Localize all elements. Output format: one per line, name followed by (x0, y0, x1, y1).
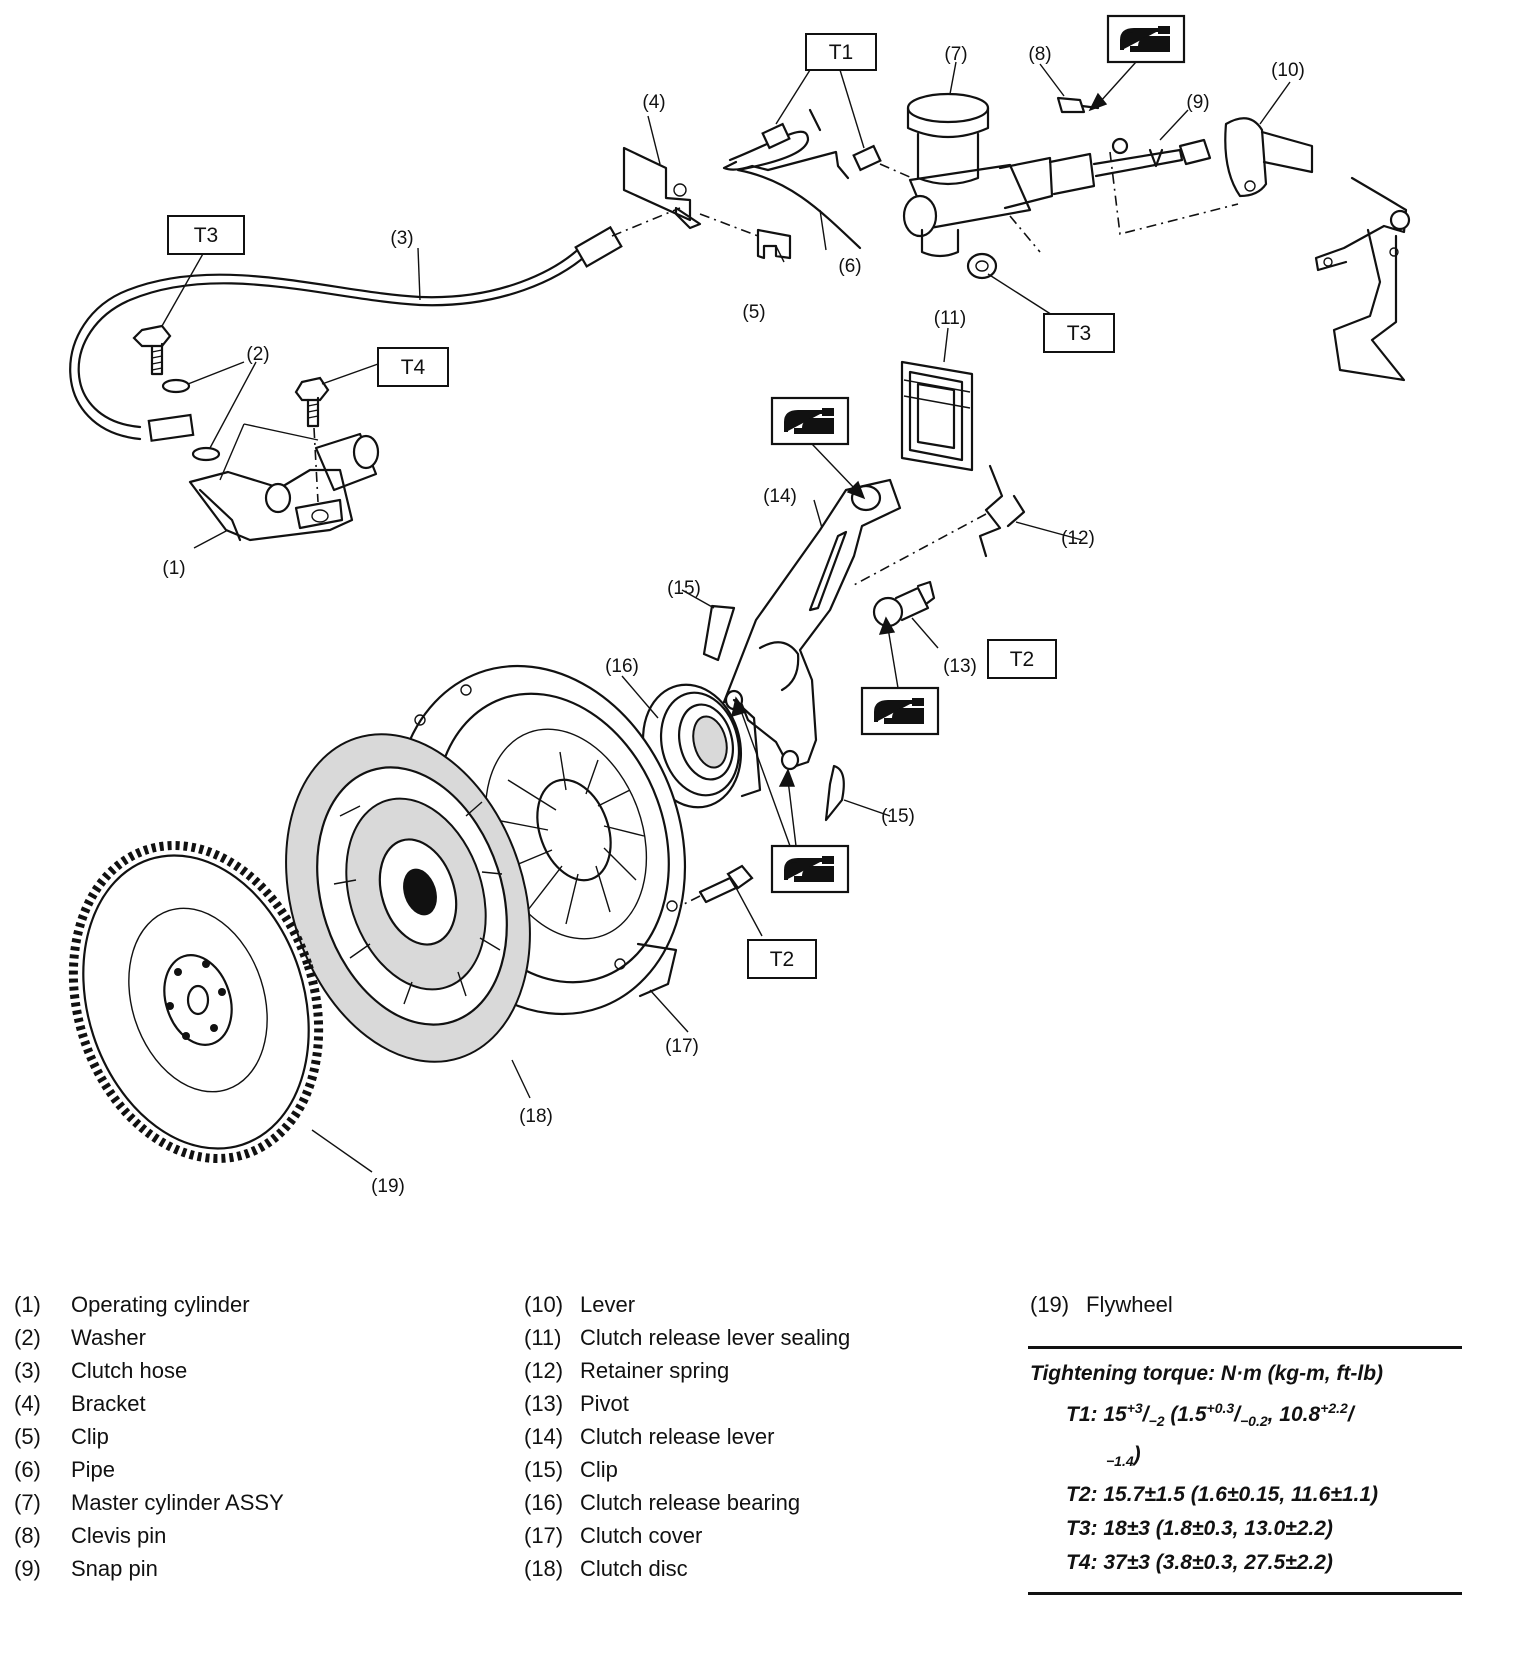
svg-text:(9): (9) (1186, 92, 1209, 113)
legend-item: (8)Clevis pin (14, 1523, 167, 1548)
svg-text:(14): (14) (763, 486, 797, 507)
torque-box-t3-hose: T3 (167, 215, 245, 255)
svg-text:(4): (4) (642, 92, 665, 113)
svg-text:(15): (15) (667, 578, 701, 599)
clutch-disc (285, 733, 531, 1063)
bolt-t2 (679, 864, 754, 907)
svg-text:(6): (6) (838, 256, 861, 277)
tightening-torque-table: Tightening torque: N·m (kg-m, ft-lb) T1:… (1028, 1346, 1462, 1596)
legend-item: (15)Clip (524, 1457, 618, 1482)
svg-text:(5): (5) (742, 302, 765, 323)
retainer-spring (978, 464, 1026, 558)
legend-column-1: (1)Operating cylinder (2)Washer (3)Clutc… (14, 1288, 284, 1585)
clip-15-upper (702, 604, 736, 662)
grease-arrows (731, 61, 1137, 847)
flywheel (68, 841, 324, 1163)
torque-t3: T3: 18±3 (1.8±0.3, 13.0±2.2) (1066, 1517, 1333, 1541)
snap-pin (1148, 148, 1164, 168)
clip-15-lower (824, 764, 845, 822)
legend-item: (4)Bracket (14, 1391, 146, 1416)
svg-text:T3: T3 (194, 224, 219, 247)
torque-title: Tightening torque: N·m (kg-m, ft-lb) (1030, 1362, 1384, 1385)
torque-t1: T1: 15+3/−2 (1.5+0.3/−0.2, 10.8+2.2/ (1066, 1400, 1354, 1430)
pivot (872, 580, 936, 628)
washers (161, 378, 221, 462)
legend-item: (6)Pipe (14, 1457, 116, 1482)
legend-item: (18)Clutch disc (524, 1556, 688, 1581)
legend-item: (11)Clutch release lever sealing (524, 1325, 851, 1350)
svg-text:T4: T4 (401, 356, 426, 379)
operating-cylinder (188, 423, 380, 542)
legend-item: (17)Clutch cover (524, 1523, 703, 1548)
clutch-exploded-diagram: T1 T3 T4 T3 T2 T2 (7) (8) (10) (4) (9) (… (68, 14, 1411, 1197)
clutch-pedal (1314, 176, 1411, 382)
legend-item: (2)Washer (14, 1325, 146, 1350)
legend-column-3: (19)Flywheel (1030, 1288, 1173, 1321)
svg-text:(3): (3) (390, 228, 413, 249)
legend-item: (13)Pivot (524, 1391, 629, 1416)
pipe-6 (722, 108, 913, 250)
svg-text:(16): (16) (605, 656, 639, 677)
svg-text:T2: T2 (770, 948, 795, 971)
torque-box-t4: T4 (377, 347, 449, 387)
clip-5 (699, 213, 792, 260)
svg-text:(15): (15) (881, 806, 915, 827)
legend-item: (5)Clip (14, 1424, 109, 1449)
bolt-t3 (132, 324, 172, 376)
release-lever-sealing (900, 360, 974, 472)
lever (1224, 117, 1314, 198)
torque-box-t2-pivot: T2 (987, 639, 1057, 679)
torque-t1-cont: −1.4) (1106, 1443, 1141, 1470)
legend-item: (10)Lever (524, 1292, 636, 1317)
svg-text:(19): (19) (371, 1176, 405, 1197)
svg-text:(7): (7) (944, 44, 967, 65)
torque-box-t3-nut: T3 (1043, 313, 1115, 353)
svg-text:(12): (12) (1061, 528, 1095, 549)
torque-box-t2-bolt: T2 (747, 939, 817, 979)
legend-item: (14)Clutch release lever (524, 1424, 775, 1449)
legend-item: (7)Master cylinder ASSY (14, 1490, 284, 1515)
svg-text:(18): (18) (519, 1106, 553, 1127)
leader-lines (161, 61, 1291, 1173)
legend-item: (1)Operating cylinder (14, 1292, 250, 1317)
svg-text:(17): (17) (665, 1036, 699, 1057)
nut-t3 (966, 252, 998, 280)
master-cylinder (902, 92, 1212, 258)
svg-text:T3: T3 (1067, 322, 1092, 345)
svg-text:T2: T2 (1010, 648, 1035, 671)
callouts: (7) (8) (10) (4) (9) (3) (6) (5) (11) (2… (162, 44, 1305, 1197)
legend-item: (19)Flywheel (1030, 1292, 1173, 1317)
legend-item: (9)Snap pin (14, 1556, 158, 1581)
svg-text:(1): (1) (162, 558, 185, 579)
svg-text:T1: T1 (829, 41, 854, 64)
svg-text:(11): (11) (934, 308, 966, 329)
legend-column-2: (10)Lever (11)Clutch release lever seali… (524, 1288, 850, 1585)
torque-t2: T2: 15.7±1.5 (1.6±0.15, 11.6±1.1) (1066, 1483, 1379, 1507)
torque-box-t1: T1 (805, 33, 877, 71)
legend-item: (12)Retainer spring (524, 1358, 730, 1383)
bolt-t4 (294, 376, 330, 503)
svg-text:(2): (2) (246, 344, 269, 365)
torque-t4: T4: 37±3 (3.8±0.3, 27.5±2.2) (1066, 1551, 1333, 1575)
legend-item: (16)Clutch release bearing (524, 1490, 801, 1515)
svg-text:(13): (13) (943, 656, 977, 677)
svg-text:(10): (10) (1271, 60, 1305, 81)
svg-text:(8): (8) (1028, 44, 1051, 65)
bracket (622, 146, 702, 230)
clutch-hose (69, 207, 681, 442)
legend-item: (3)Clutch hose (14, 1358, 188, 1383)
